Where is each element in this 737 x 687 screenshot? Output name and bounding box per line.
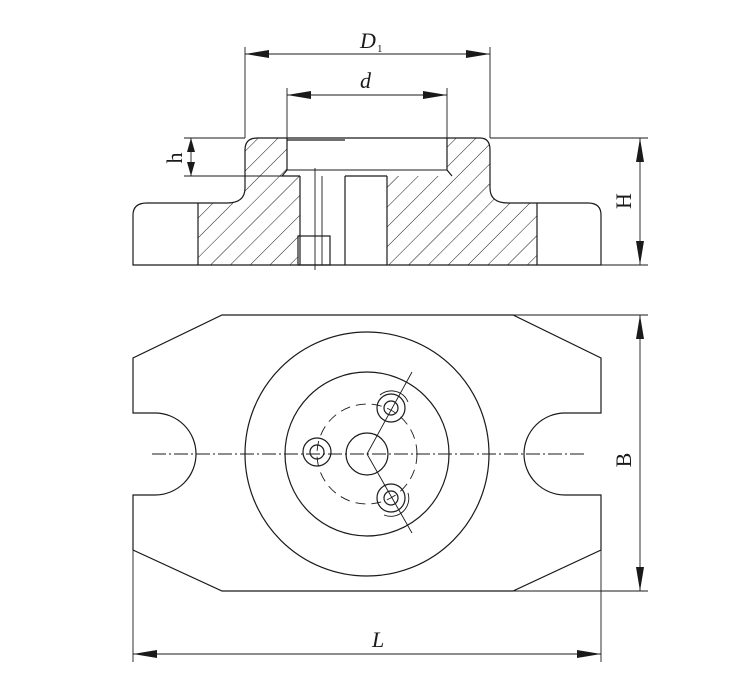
label-d: d — [360, 68, 372, 93]
label-L: L — [371, 627, 384, 652]
plan-dimensions: B L — [132, 314, 648, 662]
plan-outline — [132, 314, 602, 592]
radial-line-upper — [366, 371, 413, 455]
radial-line-lower — [366, 453, 413, 534]
label-H: H — [611, 193, 636, 209]
hatch-left — [198, 138, 300, 265]
hatch-right — [387, 138, 537, 265]
label-B: B — [611, 453, 636, 468]
label-h: h — [162, 153, 187, 164]
section-dimensions: D 1 d h H — [162, 28, 648, 266]
screw-hole-left — [302, 437, 332, 467]
plan-view — [132, 314, 602, 592]
screw-hole-bottom-right — [376, 483, 410, 517]
label-D1-sub: 1 — [377, 43, 383, 55]
section-outline — [132, 137, 602, 266]
screw-hole-top-right — [376, 390, 409, 423]
section-view — [132, 137, 602, 270]
label-D1: D — [359, 28, 376, 53]
screw-head — [297, 235, 331, 266]
